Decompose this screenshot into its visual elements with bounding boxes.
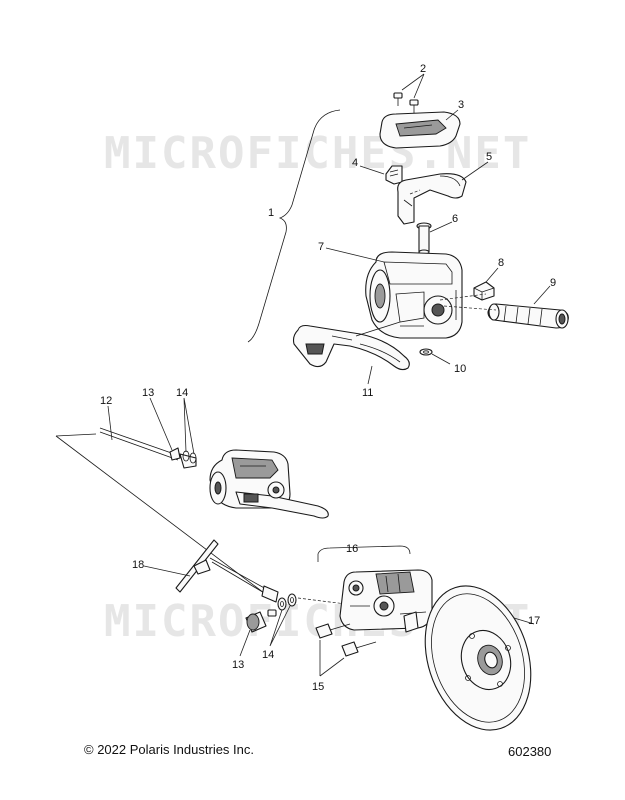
callout-4: 4 xyxy=(352,157,358,169)
reservoir-cover-part-3 xyxy=(379,111,461,149)
callout-11: 11 xyxy=(362,387,373,399)
brake-hose-lower xyxy=(209,557,279,603)
bolts-part-15 xyxy=(315,623,377,657)
diagram-part-number: 602380 xyxy=(508,744,552,759)
watermark-top: MICROFICHES.NET xyxy=(104,128,531,179)
washer-part-10 xyxy=(419,348,433,356)
brake-disc-part-17 xyxy=(424,585,532,731)
master-cylinder-assembled xyxy=(209,449,329,519)
caliper-part-16 xyxy=(339,569,433,633)
brake-line-part-12 xyxy=(99,427,197,469)
callout-10: 10 xyxy=(454,363,466,375)
callout-3: 3 xyxy=(458,99,464,111)
line-bracket-part-18 xyxy=(175,539,219,593)
screw-part-2 xyxy=(393,92,419,114)
lever-part-5 xyxy=(397,173,467,225)
callout-1: 1 xyxy=(268,207,274,219)
leader-lines xyxy=(107,73,551,677)
callout-8: 8 xyxy=(498,257,504,269)
grip-part-9 xyxy=(487,303,569,329)
callout-15: 15 xyxy=(312,681,324,693)
callout-2: 2 xyxy=(420,63,426,75)
banjo-bolt-lower-part-13 xyxy=(245,609,277,633)
callout-17: 17 xyxy=(528,615,540,627)
callout-13-upper: 13 xyxy=(142,387,154,399)
assembly-bracket xyxy=(247,109,341,343)
callout-5: 5 xyxy=(486,151,492,163)
callout-6: 6 xyxy=(452,213,458,225)
callout-13-lower: 13 xyxy=(232,659,244,671)
copyright-text: © 2022 Polaris Industries Inc. xyxy=(84,742,254,757)
washers-lower-part-14 xyxy=(277,593,297,611)
master-cylinder-part-7 xyxy=(365,251,463,339)
callout-16: 16 xyxy=(346,543,358,555)
callouts: 1 2 3 4 5 6 7 8 9 10 11 12 13 14 16 17 1… xyxy=(100,63,556,693)
brake-lever-part-11 xyxy=(292,321,410,371)
callout-12: 12 xyxy=(100,395,112,407)
block-part-8 xyxy=(473,281,495,301)
pin-part-6 xyxy=(416,222,432,255)
callout-9: 9 xyxy=(550,277,556,289)
callout-18: 18 xyxy=(132,559,144,571)
callout-14-lower: 14 xyxy=(262,649,274,661)
callout-7: 7 xyxy=(318,241,324,253)
callout-14-upper: 14 xyxy=(176,387,188,399)
